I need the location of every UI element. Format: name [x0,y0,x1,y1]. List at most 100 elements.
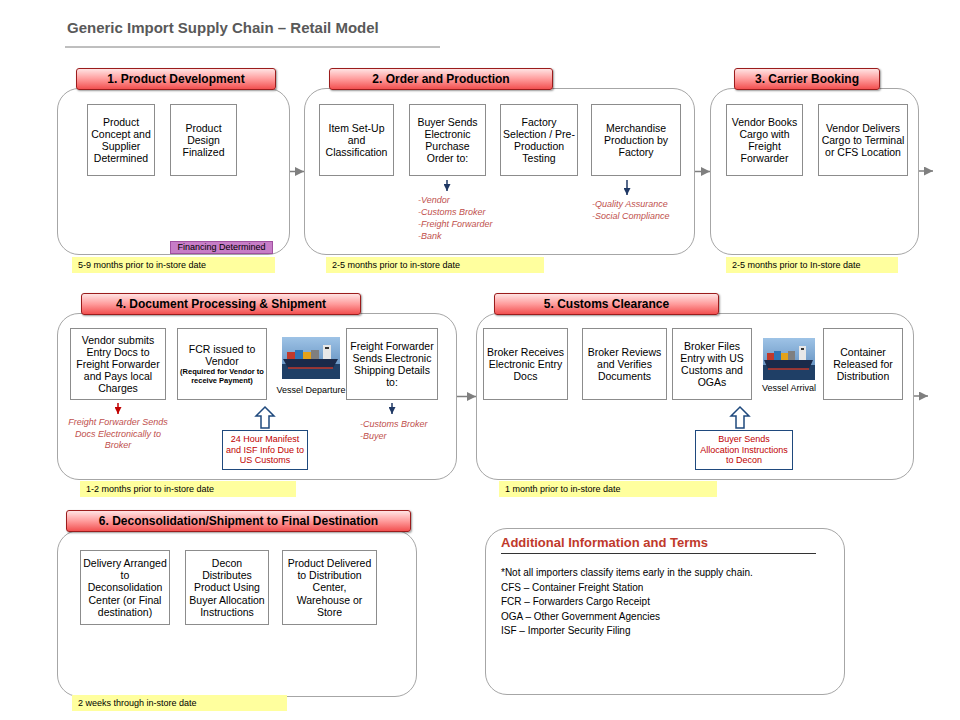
process-box: FCR issued to Vendor(Required for Vendor… [177,328,267,400]
leader-arrow [446,180,448,191]
callout-arrow [731,407,749,428]
step-text: Buyer Sends Electronic Purchase Order to… [412,116,483,164]
process-box: Vendor Delivers Cargo to Terminal or CFS… [818,104,908,176]
step-text: Delivery Arranged to Deconsolidation Cen… [83,557,167,617]
timing-bar: 2 weeks through in-store date [72,695,287,711]
info-line: CFS – Container Freight Station [501,581,829,596]
step-text: Vendor Delivers Cargo to Terminal or CFS… [821,122,905,158]
note-label: -Social Compliance [592,210,670,222]
stage-panel: 1. Product DevelopmentProduct Concept an… [57,88,290,255]
process-box: Vendor submits Entry Docs to Freight For… [70,328,166,400]
process-box: Delivery Arranged to Deconsolidation Cen… [80,550,170,625]
step-text: Container Released for Distribution [826,346,900,382]
flow-arrow [457,396,476,398]
step-text: Broker Files Entry with US Customs and O… [675,340,749,388]
process-box: Item Set-Up and Classification [319,104,394,176]
info-line: FCR – Forwarders Cargo Receipt [501,595,829,610]
process-box: Container Released for Distribution [823,328,903,400]
step-text: Vendor submits Entry Docs to Freight For… [73,334,163,394]
note-label: -Buyer [360,430,387,442]
flow-arrow [695,171,710,173]
note-label: -Bank [418,230,442,242]
flow-stub [919,170,933,172]
info-line: ISF – Importer Security Filing [501,624,829,639]
process-box: Broker Files Entry with US Customs and O… [672,328,752,400]
stage-heading: 5. Customs Clearance [494,293,719,315]
stage-heading: 4. Document Processing & Shipment [81,293,361,315]
timing-text: 2-5 months prior to In-store date [732,257,892,273]
leader-arrow [626,180,628,195]
step-text: Product Design Finalized [173,122,234,158]
process-box: Merchandise Production by Factory [591,104,681,176]
timing-bar: 1-2 months prior to in-store date [80,481,296,497]
info-heading: Additional Information and Terms [501,535,816,554]
step-text: FCR issued to Vendor [180,343,264,367]
step-text: Broker Reviews and Verifies Documents [585,346,664,382]
step-note: (Required for Vendor to receive Payment) [180,368,264,385]
timing-bar: 1 month prior to in-store date [499,481,717,497]
process-box: Freight Forwarder Sends Electronic Shipp… [346,328,438,400]
process-box: Factory Selection / Pre-Production Testi… [500,104,578,176]
stage-panel: 2. Order and ProductionItem Set-Up and C… [304,88,695,255]
timing-bar: 5-9 months prior to in-store date [72,257,275,273]
note-label: Freight Forwarder Sends Docs Electronica… [66,417,170,452]
stage-heading: 2. Order and Production [329,68,553,90]
step-text: Factory Selection / Pre-Production Testi… [503,116,575,164]
flow-arrow [290,171,304,173]
process-box: Product Design Finalized [170,104,237,176]
timing-text: 2 weeks through in-store date [78,695,281,711]
stage-panel: 4. Document Processing & ShipmentVendor … [57,313,457,480]
timing-text: 2-5 months prior to in-store date [332,257,538,273]
ship-picture [763,338,815,380]
callout-text: 24 Hour Manifest and ISF Info Due to US … [225,434,305,466]
timing-text: 5-9 months prior to in-store date [78,257,269,273]
step-text: Decon Distributes Product Using Buyer Al… [188,557,266,617]
note-text: Financing Determined [175,242,268,253]
timing-text: 1 month prior to in-store date [505,481,711,497]
process-box: Vendor Books Cargo with Freight Forwarde… [726,104,803,176]
callout-arrow [256,407,274,428]
timing-bar: 2-5 months prior to in-store date [326,257,544,273]
leader-arrow [117,403,119,414]
process-box: Product Concept and Supplier Determined [87,104,155,176]
stage-heading: 1. Product Development [76,68,276,90]
note-box: Financing Determined [170,241,273,254]
timing-bar: 2-5 months prior to In-store date [726,257,898,273]
stage-heading: 6. Deconsolidation/Shipment to Final Des… [66,510,411,532]
timing-text: 1-2 months prior to in-store date [86,481,290,497]
note-label: -Customs Broker [418,206,486,218]
ship-picture [282,337,340,379]
process-box: Decon Distributes Product Using Buyer Al… [185,550,269,625]
picture-label: Vessel Arrival [754,382,824,394]
note-label: -Quality Assurance [592,198,668,210]
stage-panel: 5. Customs ClearanceBroker Receives Elec… [476,313,914,480]
info-panel: Additional Information and Terms *Not all… [485,528,845,695]
step-text: Broker Receives Electronic Entry Docs [486,346,565,382]
info-line: *Not all importers classify items early … [501,566,829,581]
info-line: OGA – Other Government Agencies [501,610,829,625]
process-box: Broker Receives Electronic Entry Docs [483,328,568,400]
stage-panel: 3. Carrier BookingVendor Books Cargo wit… [710,88,919,255]
stage-heading: 3. Carrier Booking [734,68,880,90]
stage-panel: 6. Deconsolidation/Shipment to Final Des… [57,530,417,697]
title-rule [65,47,440,48]
step-text: Item Set-Up and Classification [322,122,391,158]
picture-label: Vessel Departure [276,384,346,396]
note-label: -Customs Broker [360,418,428,430]
process-box: Buyer Sends Electronic Purchase Order to… [409,104,486,176]
step-text: Merchandise Production by Factory [594,122,678,158]
step-text: Product Concept and Supplier Determined [90,116,152,164]
step-text: Freight Forwarder Sends Electronic Shipp… [349,340,435,388]
leader-arrow [391,403,393,414]
note-label: -Vendor [418,194,450,206]
callout-box: 24 Hour Manifest and ISF Info Due to US … [222,430,308,470]
process-box: Broker Reviews and Verifies Documents [582,328,667,400]
callout-text: Buyer Sends Allocation Instructions to D… [698,434,790,466]
note-label: -Freight Forwarder [418,218,493,230]
step-text: Vendor Books Cargo with Freight Forwarde… [729,116,800,164]
process-box: Product Delivered to Distribution Center… [282,550,377,625]
callout-box: Buyer Sends Allocation Instructions to D… [695,430,793,470]
step-text: Product Delivered to Distribution Center… [285,557,374,617]
